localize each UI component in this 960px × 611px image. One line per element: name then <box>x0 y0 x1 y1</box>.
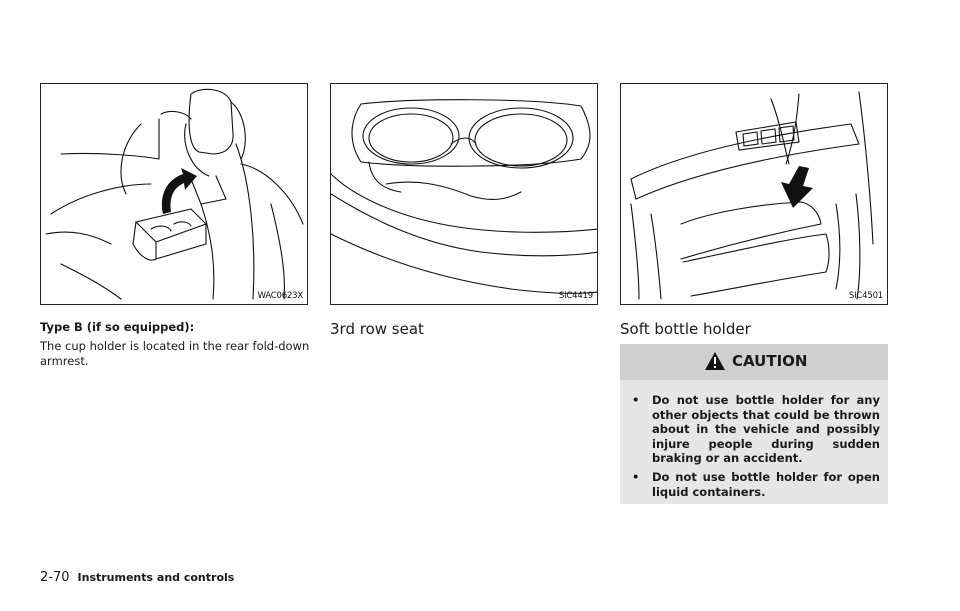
caution-header: CAUTION <box>620 344 888 380</box>
bullet: • <box>632 470 640 484</box>
warning-icon <box>705 352 725 370</box>
figure-code: WAC0623X <box>257 291 304 301</box>
door-illustration <box>630 91 874 300</box>
armrest-subheading: Type B (if so equipped): <box>40 320 195 334</box>
figure-armrest-cup-holder: WAC0623X <box>40 83 308 305</box>
figure-code: SIC4501 <box>848 291 883 301</box>
caution-box: CAUTION • Do not use bottle holder for an… <box>620 344 888 504</box>
third-row-heading: 3rd row seat <box>330 320 424 338</box>
caution-item: • Do not use bottle holder for open liqui… <box>632 470 880 499</box>
figure-third-row-cup-holders: SIC4419 <box>330 83 598 305</box>
caution-item: • Do not use bottle holder for any other … <box>632 393 880 466</box>
bullet: • <box>632 393 640 407</box>
soft-bottle-heading: Soft bottle holder <box>620 320 751 338</box>
caution-item-text: Do not use bottle holder for open liquid… <box>652 470 880 499</box>
page-number: 2-70 <box>40 570 70 585</box>
caution-item-text: Do not use bottle holder for any other o… <box>652 393 880 466</box>
figure-soft-bottle-holder: SIC4501 <box>620 83 888 305</box>
figure-code: SIC4419 <box>558 291 593 301</box>
armrest-body-text: The cup holder is located in the rear fo… <box>40 339 310 368</box>
page-footer: 2-70 Instruments and controls <box>40 570 234 585</box>
caution-title: CAUTION <box>732 352 808 370</box>
cup-holder-illustration <box>331 99 597 294</box>
armrest-illustration <box>45 88 304 300</box>
section-title: Instruments and controls <box>77 571 235 584</box>
